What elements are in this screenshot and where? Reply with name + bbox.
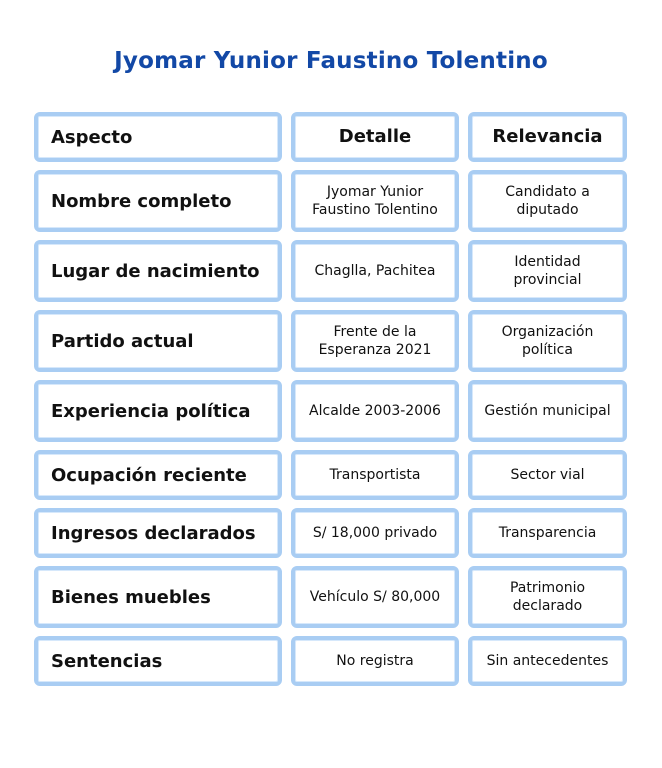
row-detalle: No registra — [291, 636, 459, 686]
table-row: Experiencia política Alcalde 2003-2006 G… — [34, 380, 628, 442]
row-relevancia: Organización política — [468, 310, 627, 372]
row-relevancia: Transparencia — [468, 508, 627, 558]
page-title: Jyomar Yunior Faustino Tolentino — [114, 48, 548, 74]
row-detalle: Transportista — [291, 450, 459, 500]
header-detalle: Detalle — [291, 112, 459, 162]
row-aspecto: Ocupación reciente — [34, 450, 282, 500]
row-detalle: Chaglla, Pachitea — [291, 240, 459, 302]
row-detalle: Jyomar Yunior Faustino Tolentino — [291, 170, 459, 232]
table-row: Sentencias No registra Sin antecedentes — [34, 636, 628, 686]
table-header-row: Aspecto Detalle Relevancia — [34, 112, 628, 162]
row-detalle: Alcalde 2003-2006 — [291, 380, 459, 442]
row-relevancia: Candidato a diputado — [468, 170, 627, 232]
row-relevancia: Identidad provincial — [468, 240, 627, 302]
row-aspecto: Nombre completo — [34, 170, 282, 232]
row-aspecto: Bienes muebles — [34, 566, 282, 628]
row-aspecto: Lugar de nacimiento — [34, 240, 282, 302]
row-relevancia: Patrimonio declarado — [468, 566, 627, 628]
table-row: Nombre completo Jyomar Yunior Faustino T… — [34, 170, 628, 232]
table-row: Partido actual Frente de la Esperanza 20… — [34, 310, 628, 372]
table-row: Bienes muebles Vehículo S/ 80,000 Patrim… — [34, 566, 628, 628]
header-aspecto: Aspecto — [34, 112, 282, 162]
row-detalle: Frente de la Esperanza 2021 — [291, 310, 459, 372]
header-relevancia: Relevancia — [468, 112, 627, 162]
row-aspecto: Experiencia política — [34, 380, 282, 442]
table-row: Lugar de nacimiento Chaglla, Pachitea Id… — [34, 240, 628, 302]
table-row: Ingresos declarados S/ 18,000 privado Tr… — [34, 508, 628, 558]
table-row: Ocupación reciente Transportista Sector … — [34, 450, 628, 500]
row-aspecto: Sentencias — [34, 636, 282, 686]
row-relevancia: Sector vial — [468, 450, 627, 500]
row-relevancia: Gestión municipal — [468, 380, 627, 442]
row-detalle: Vehículo S/ 80,000 — [291, 566, 459, 628]
row-detalle: S/ 18,000 privado — [291, 508, 459, 558]
row-aspecto: Partido actual — [34, 310, 282, 372]
row-relevancia: Sin antecedentes — [468, 636, 627, 686]
profile-table: Aspecto Detalle Relevancia Nombre comple… — [34, 112, 628, 694]
row-aspecto: Ingresos declarados — [34, 508, 282, 558]
